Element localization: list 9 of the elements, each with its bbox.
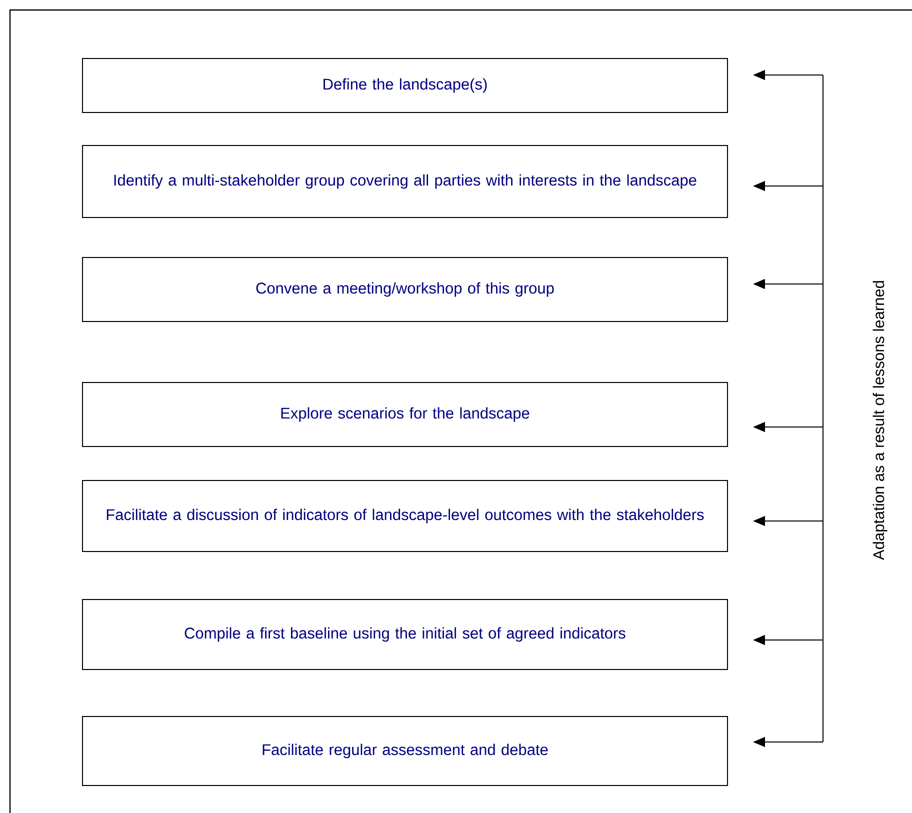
process-box: Facilitate a discussion of indicators of landscape-level outcomes with the stakeholders [82,480,728,552]
process-box: Define the landscape(s) [82,58,728,113]
process-box: Identify a multi-stakeholder group covering all parties with interests in the landscape [82,145,728,218]
feedback-line [822,74,824,742]
process-box: Facilitate regular assessment and debate [82,716,728,786]
side-label: Adaptation as a result of lessons learned [872,281,888,560]
process-box: Explore scenarios for the landscape [82,382,728,447]
process-box: Convene a meeting/workshop of this group [82,257,728,322]
process-box: Compile a first baseline using the initial set of agreed indicators [82,599,728,670]
